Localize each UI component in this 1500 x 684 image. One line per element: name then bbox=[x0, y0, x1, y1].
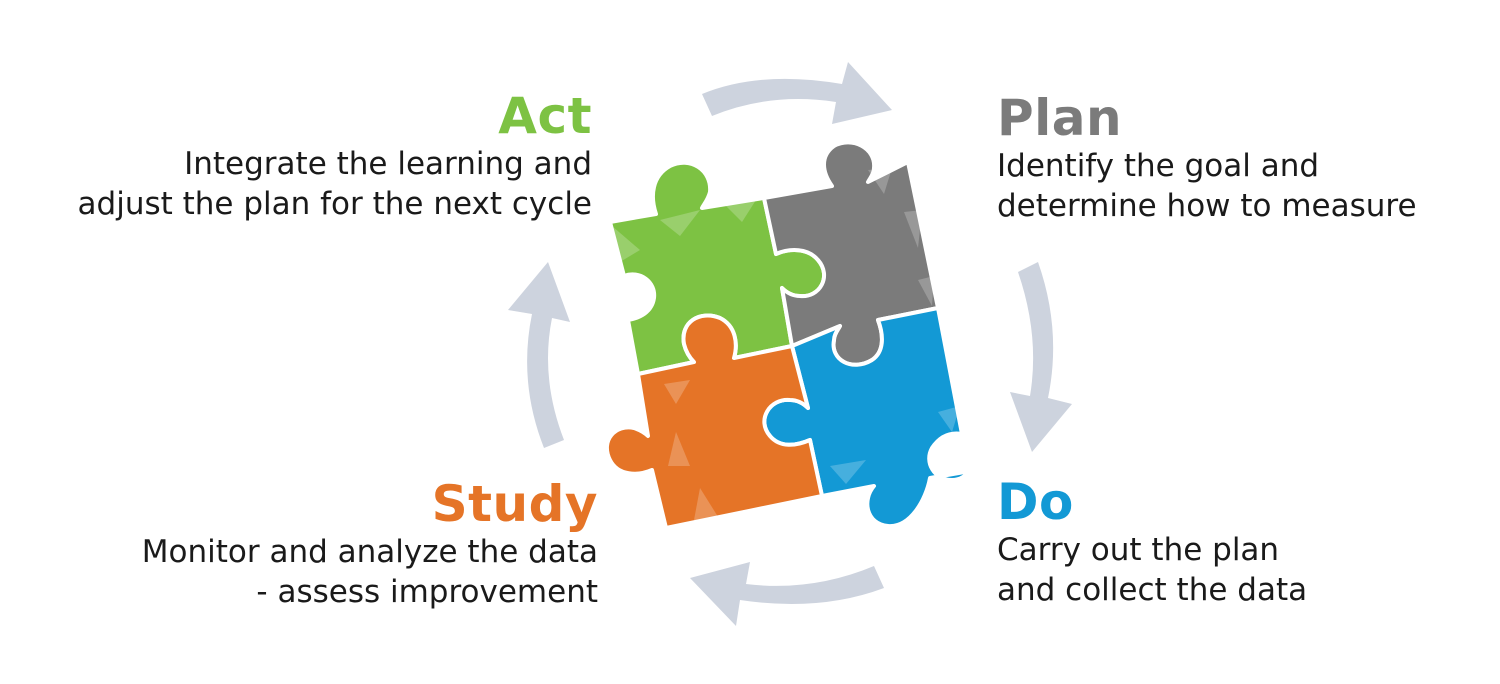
act-block: Act Integrate the learning and adjust th… bbox=[78, 88, 592, 224]
highlight-study-1 bbox=[664, 380, 690, 404]
cycle-arrows bbox=[508, 62, 1072, 626]
study-title: Study bbox=[431, 475, 598, 533]
highlight-act-2 bbox=[660, 210, 700, 236]
study-block: Study Monitor and analyze the data - ass… bbox=[142, 476, 598, 612]
do-desc-line2: and collect the data bbox=[997, 572, 1308, 608]
plan-title: Plan bbox=[997, 89, 1123, 147]
highlight-study-2 bbox=[668, 432, 690, 466]
puzzle-piece-study-icon bbox=[605, 313, 824, 530]
highlight-do-2 bbox=[830, 460, 866, 484]
study-desc-line2: - assess improvement bbox=[256, 574, 598, 610]
plan-desc-line2: determine how to measure bbox=[997, 188, 1417, 224]
cycle-arrow-bottom-icon bbox=[690, 562, 884, 626]
do-title: Do bbox=[997, 473, 1074, 531]
highlight-plan-1 bbox=[868, 168, 892, 194]
do-block: Do Carry out the plan and collect the da… bbox=[997, 474, 1307, 610]
highlight-do-1 bbox=[938, 406, 960, 432]
highlight-act-1 bbox=[612, 226, 640, 262]
cycle-arrow-top-icon bbox=[702, 62, 892, 124]
act-desc-line2: adjust the plan for the next cycle bbox=[77, 186, 592, 222]
study-desc-line1: Monitor and analyze the data bbox=[141, 534, 598, 570]
highlight-study-3 bbox=[694, 488, 720, 520]
highlight-plan-3 bbox=[918, 276, 934, 306]
highlight-plan-2 bbox=[904, 210, 922, 248]
cycle-arrow-right-icon bbox=[1010, 262, 1072, 452]
act-title: Act bbox=[498, 87, 592, 145]
plan-block: Plan Identify the goal and determine how… bbox=[997, 90, 1417, 226]
highlight-act-3 bbox=[724, 200, 756, 222]
plan-desc-line1: Identify the goal and bbox=[997, 148, 1320, 184]
do-desc-line1: Carry out the plan bbox=[997, 532, 1280, 568]
piece-highlights bbox=[612, 168, 960, 520]
puzzle-pieces bbox=[605, 140, 978, 530]
act-desc-line1: Integrate the learning and bbox=[184, 146, 592, 182]
cycle-arrow-left-icon bbox=[508, 262, 570, 448]
